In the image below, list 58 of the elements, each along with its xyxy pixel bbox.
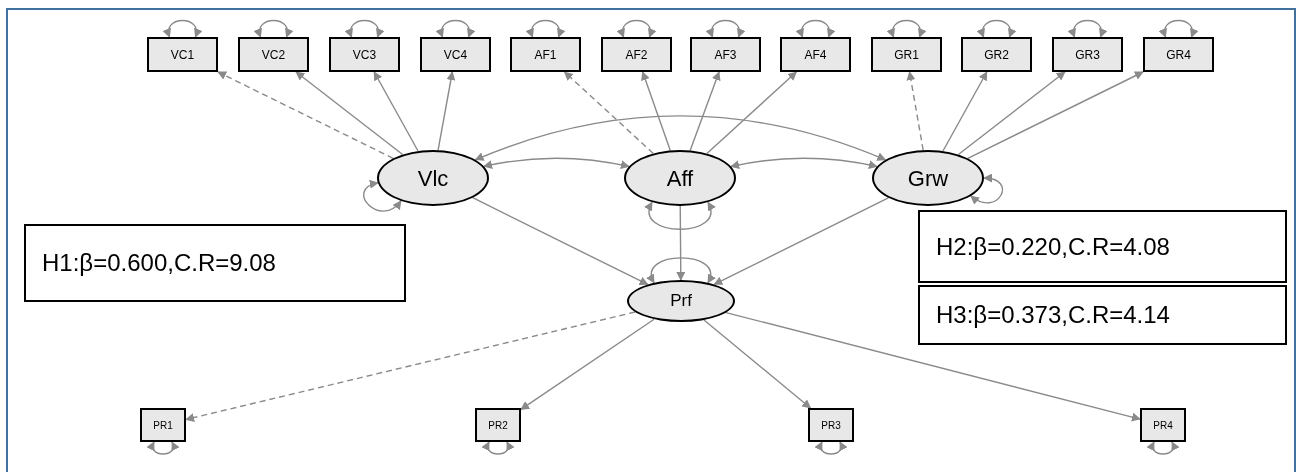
observed-variable-box: GR1 [871, 37, 942, 72]
variance-loop-arrow [526, 19, 565, 38]
variance-loop-arrow [977, 19, 1016, 38]
latent-variable-ellipse: Prf [627, 280, 735, 322]
hypothesis-result-box: H2:β=0.220,C.R=4.08 [918, 210, 1287, 283]
observed-variable-box: AF4 [780, 37, 851, 72]
observed-variable-box: VC4 [420, 37, 491, 72]
observed-variable-box: VC3 [329, 37, 400, 72]
observed-variable-box: PR3 [808, 408, 854, 442]
path-arrow [472, 197, 649, 286]
variance-loop-arrow [147, 441, 179, 455]
variance-loop-arrow [1068, 19, 1107, 38]
latent-variable-ellipse: Aff [624, 150, 736, 206]
path-arrow [641, 71, 671, 152]
observed-variable-box: VC1 [147, 37, 218, 72]
hypothesis-result-box: H3:β=0.373,C.R=4.14 [918, 285, 1287, 345]
observed-variable-box: PR2 [475, 408, 521, 442]
observed-variable-box: PR1 [140, 408, 186, 442]
latent-variable-ellipse: Grw [872, 150, 984, 206]
path-arrow [942, 71, 988, 152]
observed-variable-box: GR3 [1052, 37, 1123, 72]
variance-loop-arrow [970, 174, 1003, 205]
path-arrow [725, 311, 1141, 422]
latent-variable-ellipse: Vlc [377, 150, 489, 206]
variance-loop-arrow [617, 19, 656, 38]
variance-loop-arrow [345, 19, 384, 38]
variance-loop-arrow [163, 19, 202, 38]
path-arrow [217, 71, 394, 160]
path-arrow [474, 115, 887, 162]
observed-variable-box: VC2 [238, 37, 309, 72]
variance-loop-arrow [436, 19, 475, 38]
variance-loop-arrow [796, 19, 835, 38]
observed-variable-box: PR4 [1140, 408, 1186, 442]
path-arrow [713, 197, 890, 286]
path-arrow [295, 71, 404, 156]
path-arrow [437, 71, 456, 151]
observed-variable-box: GR2 [961, 37, 1032, 72]
observed-variable-box: GR4 [1143, 37, 1214, 72]
variance-loop-arrow [887, 19, 926, 38]
path-arrow [906, 71, 924, 151]
path-arrow [185, 311, 636, 422]
path-arrow [967, 71, 1144, 160]
variance-loop-arrow [706, 19, 745, 38]
variance-loop-arrow [1147, 441, 1179, 455]
observed-variable-box: AF3 [690, 37, 761, 72]
variance-loop-arrow [254, 19, 293, 38]
path-arrow [373, 71, 419, 152]
path-arrow [689, 71, 721, 152]
observed-variable-box: AF1 [510, 37, 581, 72]
variance-loop-arrow [482, 441, 514, 455]
observed-variable-box: AF2 [601, 37, 672, 72]
path-arrow [703, 319, 812, 409]
variance-loop-arrow [1159, 19, 1198, 38]
hypothesis-result-box: H1:β=0.600,C.R=9.08 [24, 224, 406, 302]
variance-loop-arrow [363, 180, 402, 212]
path-arrow [957, 71, 1066, 156]
variance-loop-arrow [815, 441, 847, 455]
path-arrow [676, 205, 686, 281]
